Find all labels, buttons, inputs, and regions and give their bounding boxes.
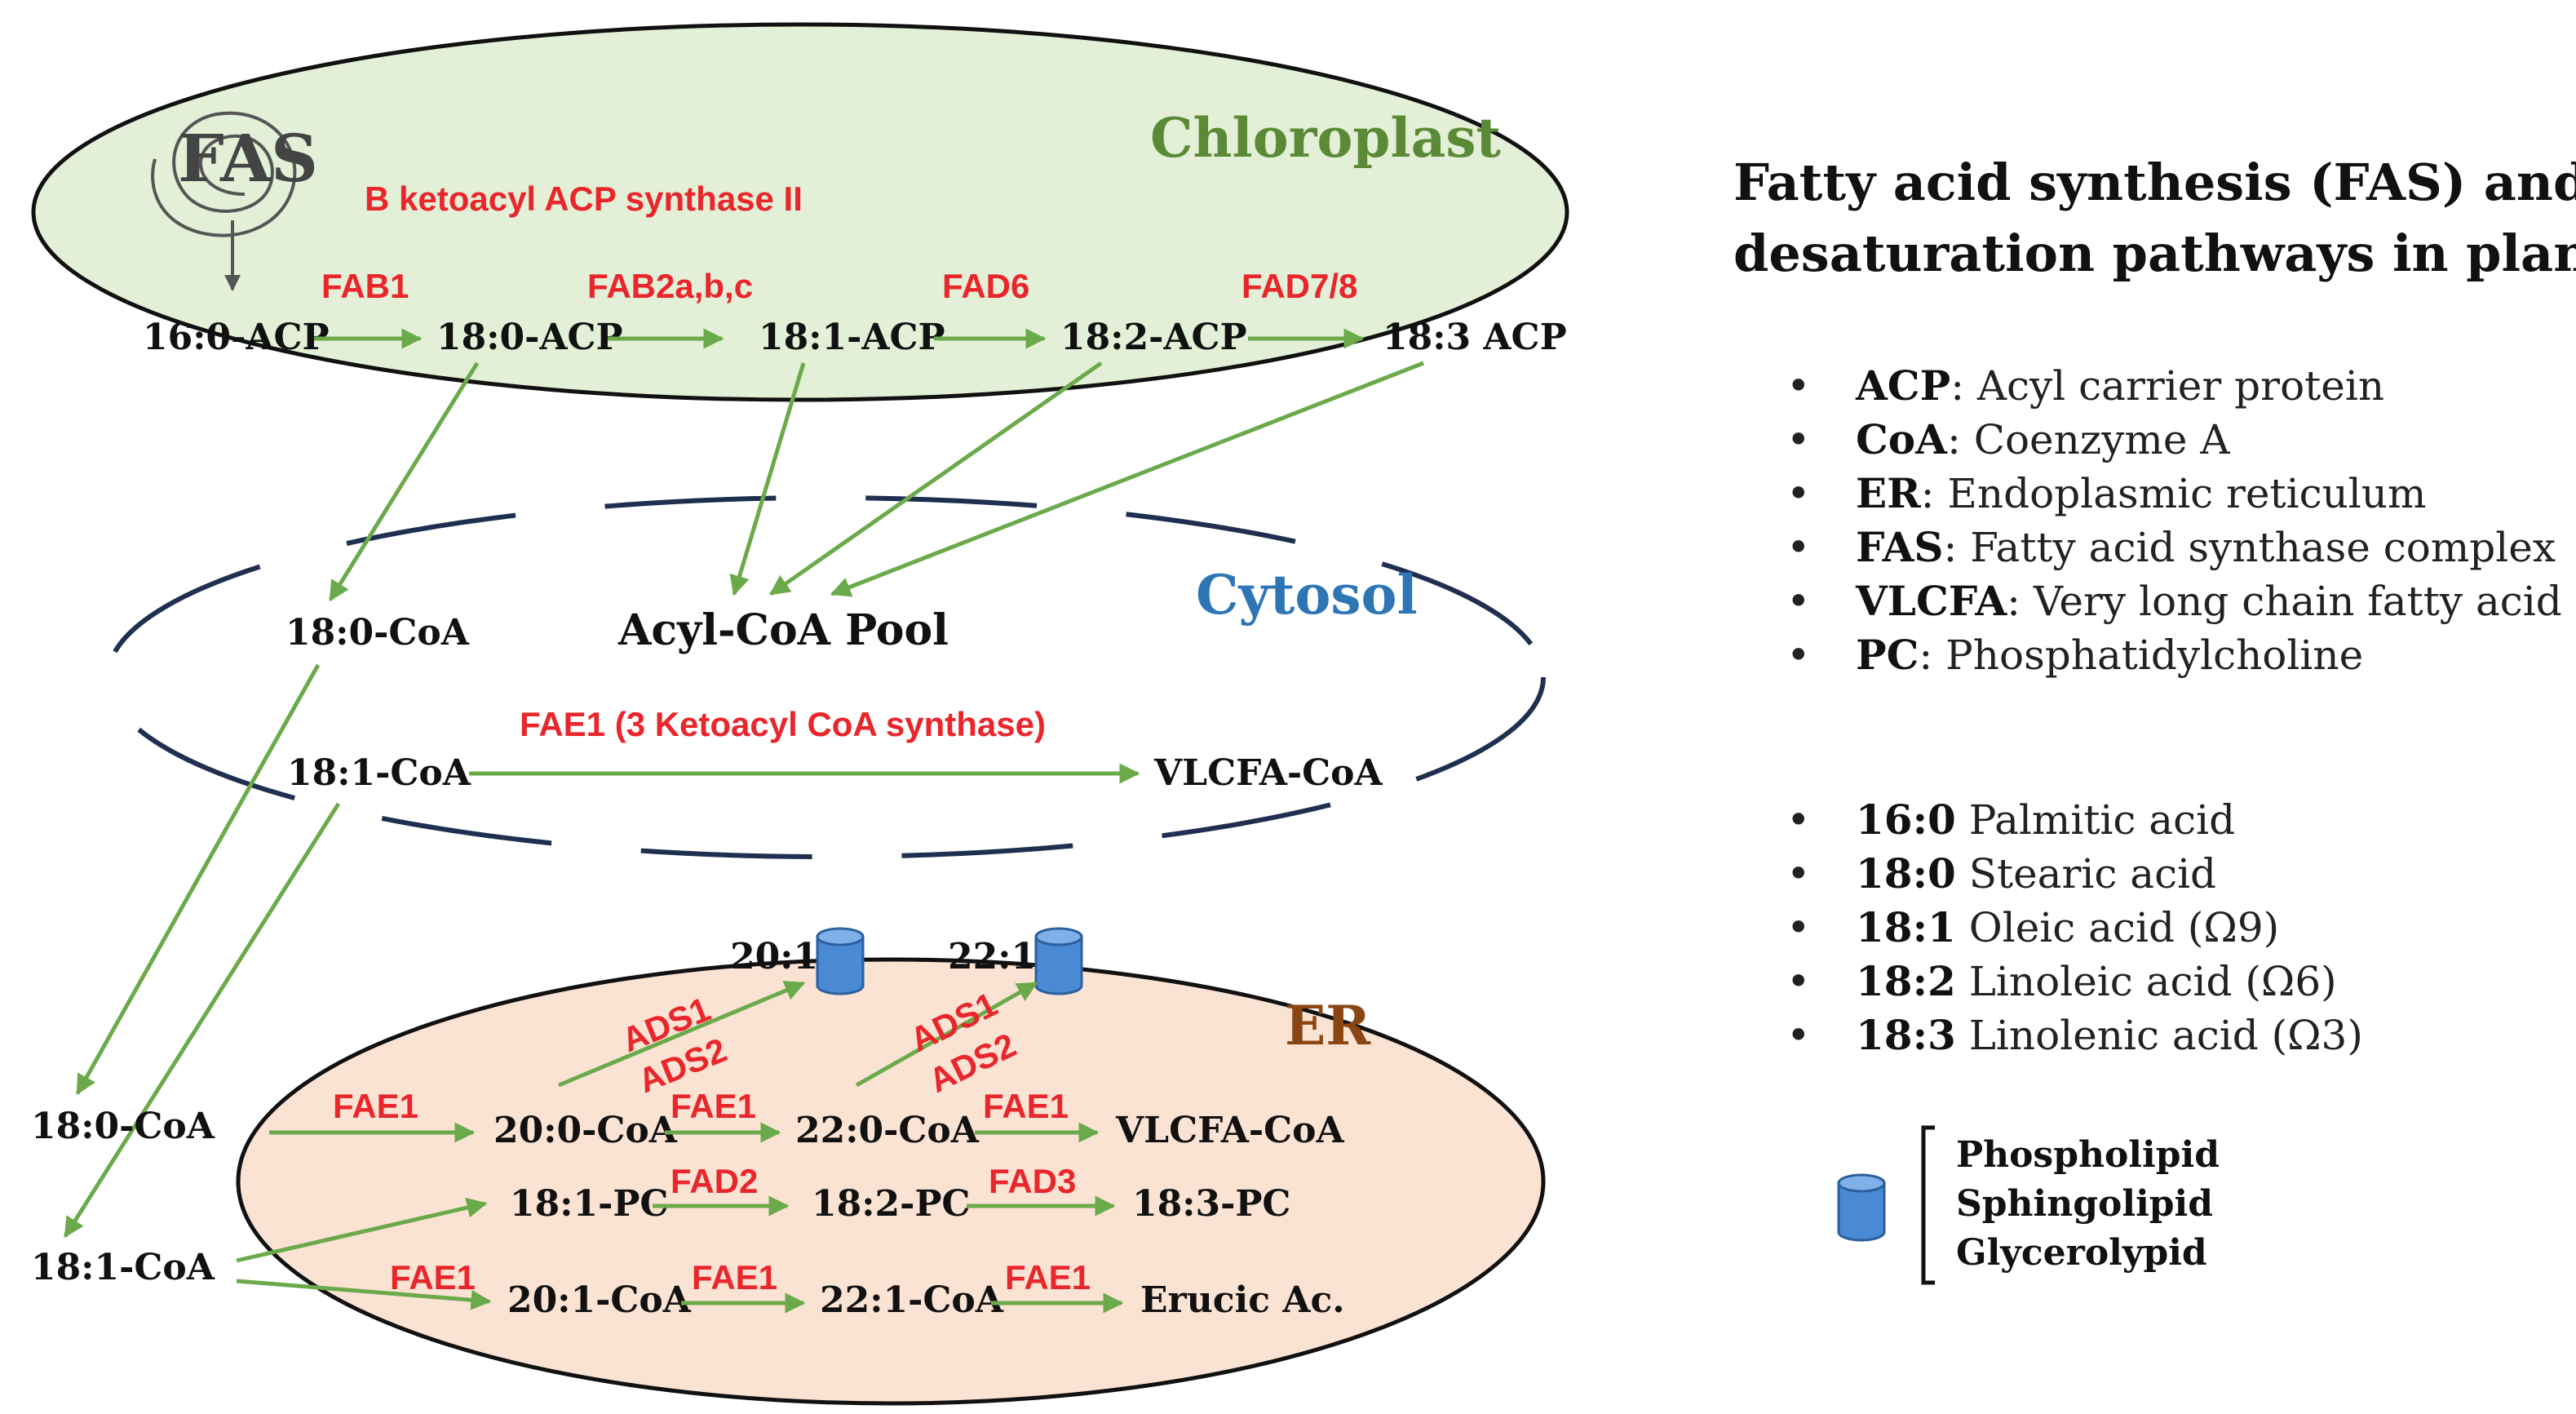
enzyme-fab2: FAB2a,b,c [587, 267, 753, 305]
svg-text:•: • [1786, 632, 1811, 679]
metabolite-20-1-coa: 20:1-CoA [507, 1279, 692, 1321]
metabolite-22-1-coa: 22:1-CoA [820, 1279, 1004, 1321]
enzyme-fae1-er6: FAE1 [1005, 1258, 1091, 1297]
arrow-ads-20 [558, 981, 806, 1088]
svg-text:•: • [1786, 904, 1811, 951]
svg-text:•: • [1786, 578, 1811, 625]
fas-logo: FAS [178, 120, 318, 197]
metabolite-vlcfa-coa-cytosol: VLCFA-CoA [1153, 752, 1383, 794]
enzyme-fad6: FAD6 [942, 267, 1029, 305]
arrow-ads-22 [855, 981, 1038, 1088]
enzyme-fae1-kcs: FAE1 (3 Ketoacyl CoA synthase) [520, 705, 1046, 743]
chloroplast-compartment [31, 22, 1569, 402]
metabolite-18-2-pc: 18:2-PC [812, 1183, 970, 1225]
arrow-18-1-coa-to-20-1 [236, 1279, 492, 1310]
abbr-item: CoA: Coenzyme A [1856, 415, 2230, 463]
abbr-item: FAS: Fatty acid synthase complex [1856, 523, 2556, 571]
fas-spiral-icon [151, 111, 297, 291]
enzyme-fad2: FAD2 [671, 1162, 758, 1200]
svg-text:•: • [1786, 362, 1811, 410]
metabolite-18-1-pc: 18:1-PC [510, 1183, 668, 1225]
lipid-cylinder-icon [816, 927, 865, 995]
enzyme-fae1-er2: FAE1 [671, 1087, 756, 1125]
cytosol-compartment [105, 495, 1546, 859]
arrow-18-0-coa-to-er [75, 663, 321, 1096]
arrow-18-2-acp-to-pool [768, 361, 1103, 596]
fatty-acid-item: 18:0 Stearic acid [1856, 849, 2216, 898]
lipid-cylinder-icon [1034, 927, 1083, 995]
arrow-18-1-acp-to-pool [729, 362, 806, 596]
metabolite-20-0-coa: 20:0-CoA [494, 1110, 678, 1151]
arrow-18-1-coa-to-er [63, 802, 341, 1239]
svg-text:•: • [1786, 958, 1811, 1005]
metabolite-16-0-acp: 16:0-ACP [143, 317, 330, 358]
metabolite-18-1-coa-cytosol: 18:1-CoA [287, 752, 471, 794]
er-compartment [236, 957, 1546, 1406]
fatty-acid-item: 18:3 Linolenic acid (Ω3) [1856, 1011, 2363, 1059]
fatty-acid-list: • 16:0 Palmitic acid • 18:0 Stearic acid… [1786, 796, 2363, 1059]
bracket-icon [1921, 1125, 1935, 1285]
fatty-acid-item: 16:0 Palmitic acid [1856, 796, 2235, 844]
metabolite-18-0-acp: 18:0-ACP [436, 317, 623, 358]
enzyme-fad78: FAD7/8 [1242, 267, 1357, 305]
arrow-18-1-coa-to-pc [236, 1197, 488, 1263]
metabolite-18-3-pc: 18:3-PC [1132, 1183, 1290, 1225]
svg-text:•: • [1786, 416, 1811, 463]
enzyme-fae1-er1: FAE1 [333, 1087, 418, 1125]
svg-text:•: • [1786, 524, 1811, 571]
enzyme-fae1-er3: FAE1 [983, 1087, 1069, 1125]
cytosol-label: Cytosol [1196, 563, 1418, 627]
lipid-glycerolypid: Glycerolypid [1956, 1232, 2207, 1274]
lipid-phospholipid: Phospholipid [1956, 1134, 2220, 1176]
lipid-cylinder-icon [1837, 1173, 1886, 1242]
metabolite-18-3-acp: 18:3 ACP [1383, 317, 1567, 358]
enzyme-bkas2: B ketoacyl ACP synthase II [365, 180, 803, 218]
chloroplast-label: Chloroplast [1150, 106, 1502, 170]
lipid-legend: Phospholipid Sphingolipid Glycerolypid [1837, 1125, 2220, 1285]
metabolite-erucic-acid: Erucic Ac. [1140, 1279, 1345, 1321]
legend-title-line2: desaturation pathways in plants [1733, 224, 2576, 283]
abbr-item: VLCFA: Very long chain fatty acid [1855, 577, 2562, 625]
enzyme-fae1-er4: FAE1 [390, 1258, 476, 1297]
svg-text:•: • [1786, 796, 1811, 844]
abbreviation-list: • ACP: Acyl carrier protein • CoA: Coenz… [1786, 361, 2562, 679]
legend-title-line1: Fatty acid synthesis (FAS) and [1733, 153, 2576, 212]
svg-text:•: • [1786, 850, 1811, 898]
metabolite-20-1-lipid: 20:1- [730, 936, 833, 977]
enzyme-fae1-er5: FAE1 [692, 1258, 777, 1297]
er-label: ER [1285, 994, 1371, 1057]
metabolite-18-2-acp: 18:2-ACP [1060, 317, 1247, 358]
arrow-18-3-acp-to-pool [830, 361, 1424, 597]
metabolite-18-1-acp: 18:1-ACP [759, 317, 945, 358]
metabolite-18-1-coa-left: 18:1-CoA [31, 1247, 215, 1288]
enzyme-fad3: FAD3 [989, 1162, 1076, 1200]
fatty-acid-item: 18:1 Oleic acid (Ω9) [1856, 903, 2279, 951]
fatty-acid-item: 18:2 Linoleic acid (Ω6) [1856, 957, 2337, 1005]
metabolite-vlcfa-coa-er: VLCFA-CoA [1115, 1110, 1345, 1151]
abbr-item: ER: Endoplasmic reticulum [1856, 469, 2426, 517]
metabolite-acyl-coa-pool: Acyl-CoA Pool [617, 605, 949, 655]
abbr-item: ACP: Acyl carrier protein [1855, 361, 2384, 410]
metabolite-18-0-coa-cytosol: 18:0-CoA [285, 612, 470, 654]
metabolite-18-0-coa-left: 18:0-CoA [31, 1106, 215, 1147]
abbr-item: PC: Phosphatidylcholine [1856, 631, 2363, 679]
enzyme-fab1: FAB1 [321, 267, 409, 305]
metabolite-22-1-lipid: 22:1- [948, 936, 1051, 977]
svg-text:•: • [1786, 1012, 1811, 1059]
arrow-18-0-acp-to-coa [328, 361, 480, 602]
svg-text:•: • [1786, 470, 1811, 517]
lipid-sphingolipid: Sphingolipid [1956, 1183, 2213, 1225]
metabolite-22-0-coa: 22:0-CoA [795, 1110, 980, 1151]
